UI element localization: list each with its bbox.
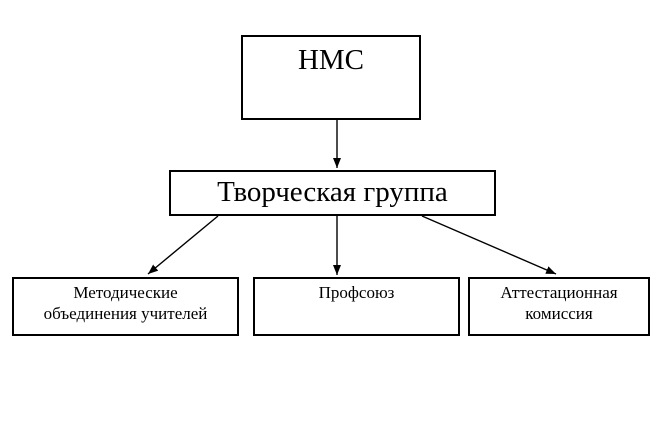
node-creative-group-label: Творческая группа bbox=[217, 176, 448, 208]
node-method-assoc-label-line2: объединения учителей bbox=[43, 304, 208, 323]
node-creative-group: Творческая группа bbox=[169, 170, 496, 216]
node-method-assoc: Методические объединения учителей bbox=[12, 277, 239, 336]
node-attestation: Аттестационная комиссия bbox=[468, 277, 650, 336]
node-nms: НМС bbox=[241, 35, 421, 120]
node-trade-union: Профсоюз bbox=[253, 277, 460, 336]
arrow-creative-group-to-method-assoc bbox=[147, 215, 219, 275]
node-attestation-label-line1: Аттестационная bbox=[500, 283, 618, 302]
node-attestation-label-line2: комиссия bbox=[525, 304, 593, 323]
node-trade-union-label: Профсоюз bbox=[318, 283, 395, 302]
node-nms-label: НМС bbox=[297, 44, 365, 76]
node-method-assoc-label-line1: Методические bbox=[73, 283, 178, 302]
arrow-creative-group-to-attestation bbox=[421, 215, 557, 275]
